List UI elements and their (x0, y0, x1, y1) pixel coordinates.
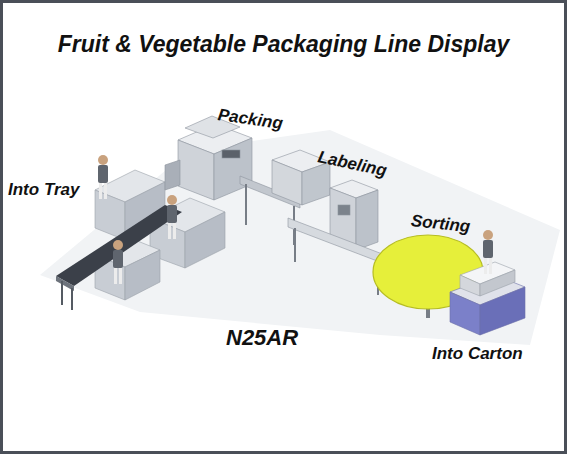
outfeed-conveyor (288, 218, 385, 295)
worker (113, 240, 123, 284)
worker (98, 155, 108, 199)
worker (167, 195, 177, 239)
station-label: Into Carton (432, 345, 523, 364)
floor-shadow (40, 130, 560, 345)
carton-table (450, 262, 525, 335)
title: Fruit & Vegetable Packaging Line Display (0, 32, 567, 57)
station-label: Into Tray (8, 181, 79, 200)
packing-machine (165, 116, 252, 200)
model-number: N25AR (226, 326, 298, 350)
tray-conveyor (56, 205, 182, 310)
worker (483, 230, 493, 274)
